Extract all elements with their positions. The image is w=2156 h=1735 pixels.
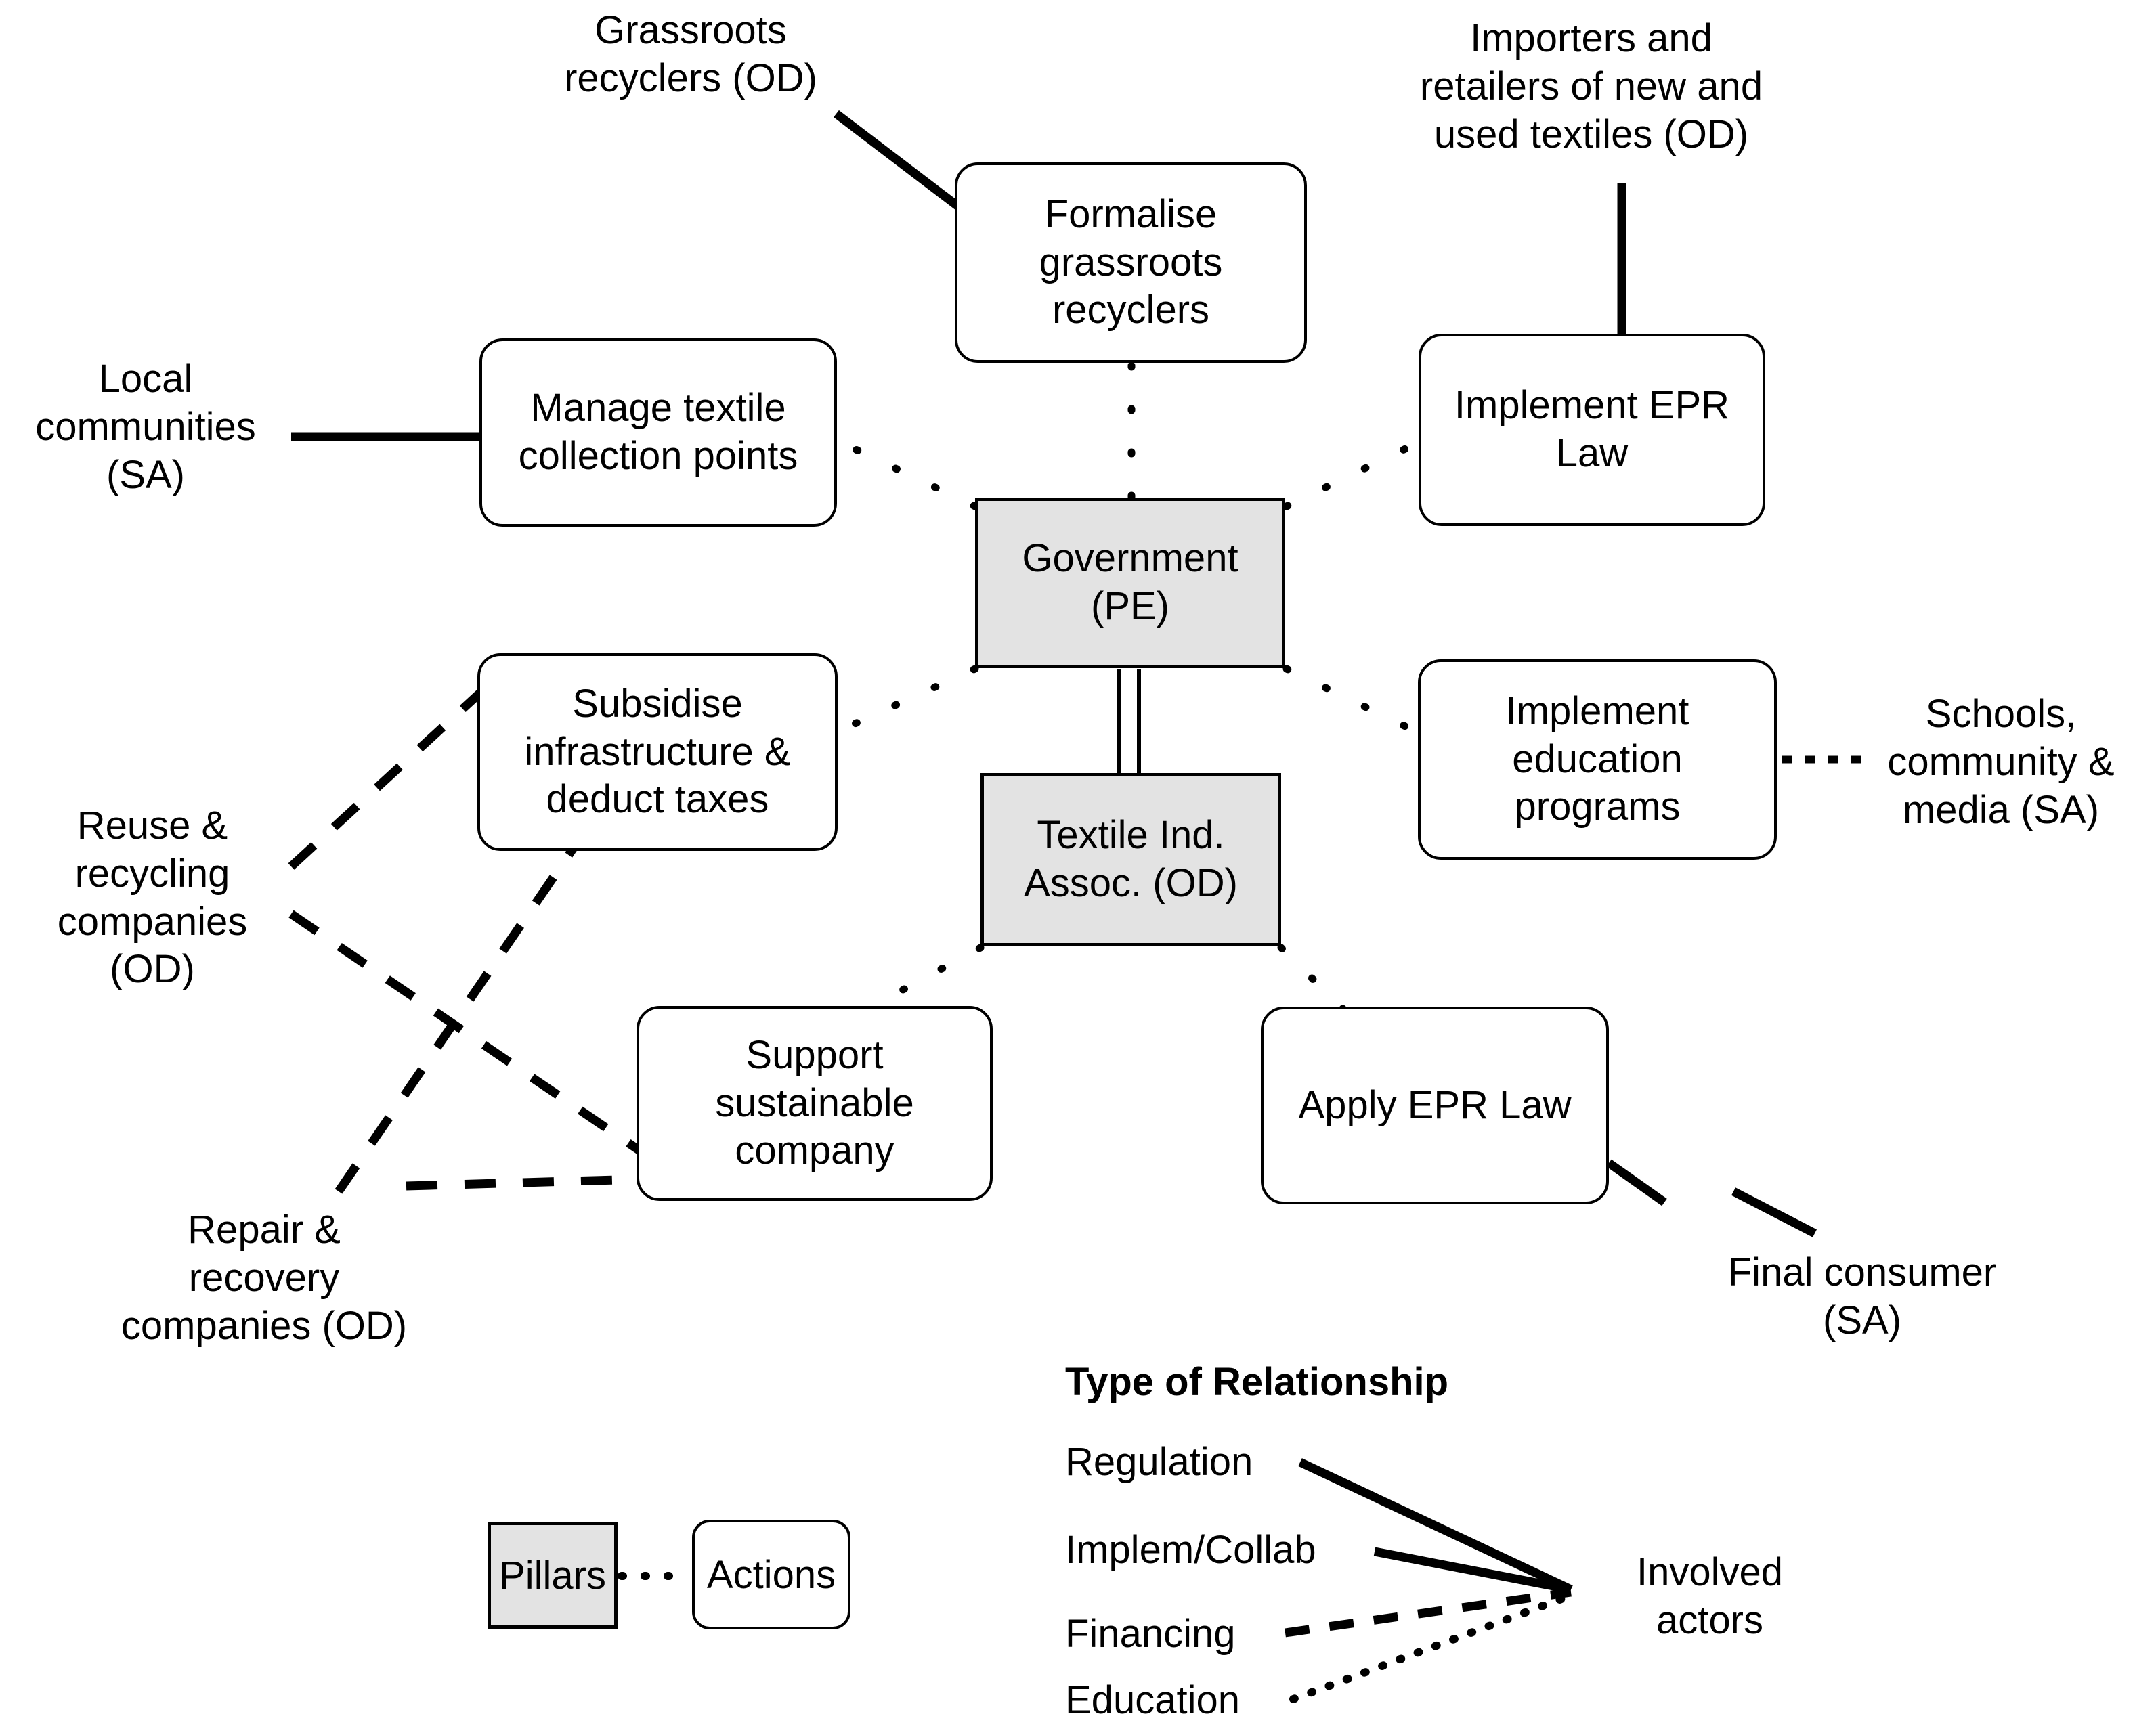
legend-regulation-label: Regulation: [1065, 1440, 1253, 1484]
action-apply-epr-label: Apply EPR Law: [1298, 1082, 1572, 1127]
edge-textile-assoc-to-apply-epr: [1277, 944, 1348, 1014]
pillar-government-label: Government(PE): [1022, 536, 1238, 628]
legend-pillar-label: Pillars: [499, 1553, 606, 1598]
edge-government-to-manage-textile: [839, 439, 979, 510]
actor-schools-community-media: Schools,community &media (SA): [1855, 690, 2147, 834]
legend-title: Type of Relationship: [1065, 1360, 1449, 1404]
legend-item-implem-collab: Implem/Collab: [1065, 1527, 1316, 1573]
legend-line-regulation: [1298, 1458, 1573, 1594]
pillar-textile-assoc[interactable]: Textile Ind.Assoc. (OD): [980, 773, 1281, 946]
legend-line-implem-collab: [1373, 1547, 1572, 1594]
legend-line-education: [1289, 1591, 1576, 1703]
edge-textile-assoc-to-support-sustainable: [864, 944, 985, 1013]
edge-repair-recovery-to-subsidise: [335, 842, 580, 1194]
edge-apply-epr-to-final-consumer: [1606, 1159, 1667, 1206]
legend-implem-collab-label: Implem/Collab: [1065, 1528, 1316, 1572]
legend-item-education: Education: [1065, 1677, 1240, 1723]
legend-item-financing: Financing: [1065, 1611, 1235, 1656]
edge-government-to-subsidise: [838, 665, 979, 734]
edge-government-to-textile-assoc: [1117, 669, 1141, 773]
pillar-textile-assoc-label: Textile Ind.Assoc. (OD): [1024, 813, 1238, 905]
legend-pillar-swatch: Pillars: [488, 1522, 618, 1629]
legend-item-regulation: Regulation: [1065, 1439, 1253, 1485]
edge-grassroots-recyclers-to-formalise: [834, 110, 972, 219]
legend-action-swatch: Actions: [692, 1520, 850, 1629]
legend-education-label: Education: [1065, 1678, 1240, 1722]
edge-government-to-implement-education: [1282, 665, 1419, 735]
actor-final-consumer-label: Final consumer(SA): [1727, 1250, 1997, 1342]
edge-reuse-recycling-to-support-sustainable: [288, 910, 643, 1155]
actor-final-consumer: Final consumer(SA): [1693, 1249, 2031, 1345]
legend-financing-label: Financing: [1065, 1612, 1236, 1656]
edge-government-to-implement-epr: [1282, 439, 1421, 510]
legend-action-label: Actions: [706, 1552, 836, 1597]
action-apply-epr-law[interactable]: Apply EPR Law: [1261, 1007, 1609, 1204]
legend-line-financing: [1285, 1587, 1572, 1638]
edge-reuse-recycling-to-subsidise: [288, 686, 488, 870]
edge-final-consumer-tail: [1731, 1187, 1817, 1237]
pillar-government[interactable]: Government(PE): [975, 498, 1285, 668]
actor-schools-community-media-label: Schools,community &media (SA): [1887, 692, 2115, 832]
edge-repair-recovery-to-support-sustainable: [406, 1174, 641, 1191]
